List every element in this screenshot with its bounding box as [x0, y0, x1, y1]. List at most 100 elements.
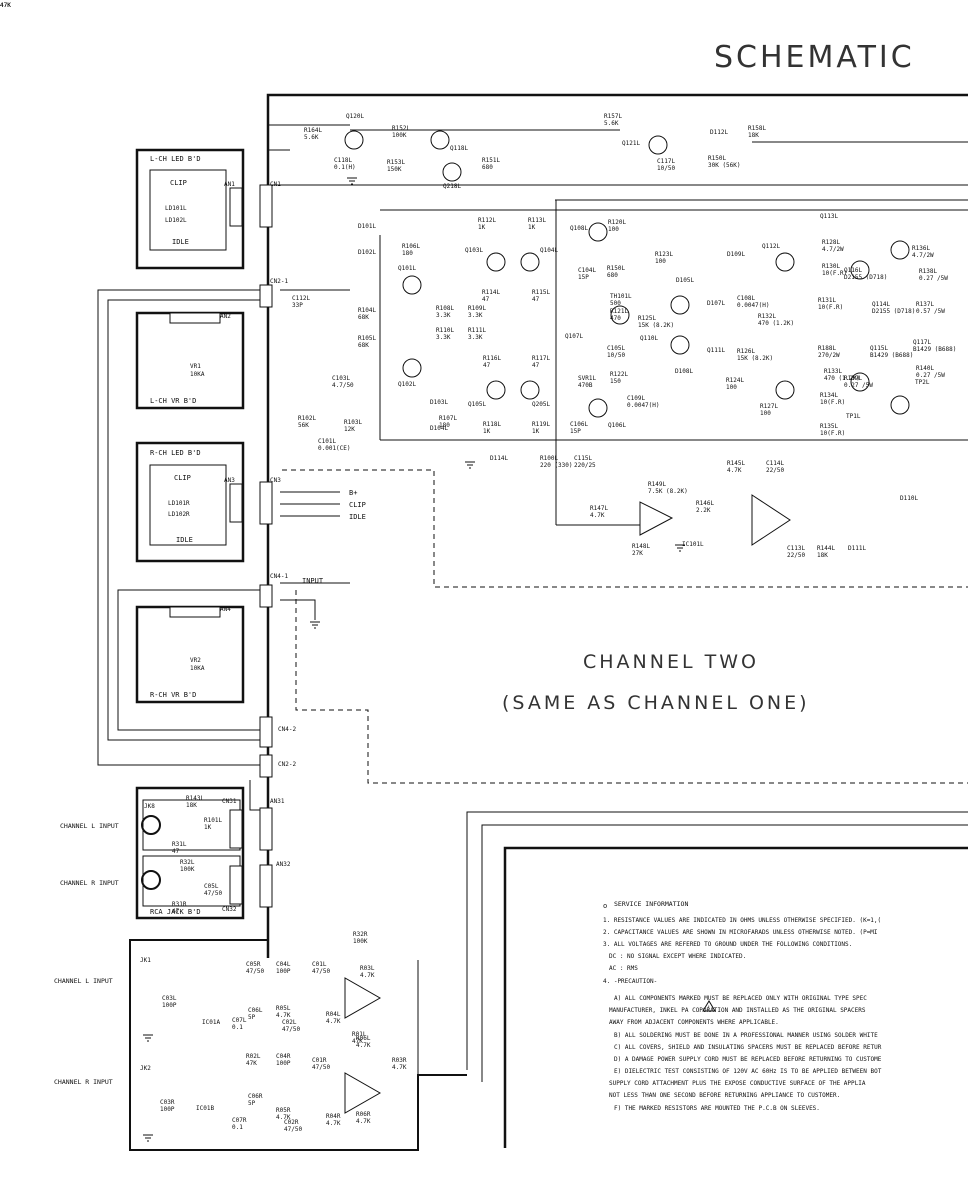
component-value: 15P	[578, 274, 589, 281]
component-value: 680	[607, 272, 618, 279]
component-ref: R32R	[353, 931, 368, 938]
component-value: 4.7K	[356, 1042, 371, 1049]
signal-input: INPUT	[302, 577, 324, 585]
component-value: 47/50	[312, 1064, 330, 1071]
component-ref: R05L	[276, 1005, 291, 1012]
component-ref: TH101L	[610, 293, 632, 300]
connector-label: CN3	[270, 477, 281, 484]
board-label: RCA JACK B'D	[150, 908, 201, 916]
component-value: 150	[610, 378, 621, 385]
component-ref: C03R	[160, 1099, 175, 1106]
component-ref: R131L	[818, 297, 836, 304]
component-value: 0.57 /5W	[916, 308, 945, 315]
connector-label: CN4-1	[270, 573, 288, 580]
component-value: 47/50	[204, 890, 222, 897]
component-ref: Q108L	[570, 225, 588, 232]
component-ref: R124L	[726, 377, 744, 384]
connector-label: CN31	[222, 798, 237, 805]
component-value: 2.2K	[696, 507, 711, 514]
connector-label: AN4	[220, 606, 231, 613]
led-label: LD102L	[165, 217, 187, 224]
component-ref: C02L	[282, 1019, 297, 1026]
component-value: 15K (8.2K)	[638, 322, 674, 329]
component-ref: R133L	[824, 368, 842, 375]
component-ref: R138L	[919, 268, 937, 275]
component-ref: Q105L	[468, 401, 486, 408]
component-ref: R05R	[276, 1107, 291, 1114]
component-value: 47	[532, 362, 540, 369]
component-value: 180	[439, 422, 450, 429]
component-value: 18K	[817, 552, 828, 559]
component-ref: R31L	[172, 841, 187, 848]
component-ref: D104L	[430, 425, 448, 432]
component-ref: C106L	[570, 421, 588, 428]
service-bullet: o	[603, 902, 607, 910]
component-ref: R188L	[818, 345, 836, 352]
component-ref: R132L	[758, 313, 776, 320]
component-ref: R147L	[590, 505, 608, 512]
component-ref: C06L	[248, 1007, 263, 1014]
component-ref: R139L	[844, 375, 862, 382]
component-ref: Q120L	[346, 113, 364, 120]
connector-label: AN32	[276, 861, 291, 868]
board-lch-vr: L-CH VR B'D AN2 VR1 10KA	[135, 311, 245, 410]
component-ref: R04R	[326, 1113, 341, 1120]
led-label: IDLE	[176, 536, 193, 544]
component-ref: R120L	[608, 219, 626, 226]
component-ref: Q101L	[398, 265, 416, 272]
component-value: 47K	[352, 1038, 363, 1045]
component-value: 47K	[0, 2, 11, 9]
component-ref: R136L	[912, 245, 930, 252]
led-label: LD102R	[168, 511, 190, 518]
component-ref: R125L	[638, 315, 656, 322]
component-value: 100P	[276, 1060, 291, 1067]
component-value: 4.7K	[590, 512, 605, 519]
component-ref: C112L	[292, 295, 310, 302]
signal-clip: CLIP	[349, 501, 366, 509]
component-value: 150K	[387, 166, 402, 173]
component-ref: Q121L	[622, 140, 640, 147]
component-ref: D112L	[710, 129, 728, 136]
component-ref: Q112L	[762, 243, 780, 250]
component-ref: R116L	[483, 355, 501, 362]
component-ref: R111L	[468, 327, 486, 334]
service-line: 2. CAPACITANCE VALUES ARE SHOWN IN MICRO…	[603, 929, 878, 936]
component-ref: C05R	[246, 961, 261, 968]
component-ref: D105L	[676, 277, 694, 284]
component-value: 3.3K	[468, 312, 483, 319]
component-ref: C06R	[248, 1093, 263, 1100]
connector-label: AN3	[224, 477, 235, 484]
component-value: 47/50	[246, 968, 264, 975]
component-value: 100	[608, 226, 619, 233]
component-value: 15P	[570, 428, 581, 435]
component-value: 0.27 /5W	[844, 382, 873, 389]
component-ref: C104L	[578, 267, 596, 274]
component-value: 100K	[392, 132, 407, 139]
component-ref: R140L	[916, 365, 934, 372]
component-ref: R157L	[604, 113, 622, 120]
component-ref: R02R	[0, 0, 15, 2]
component-value: 56K	[298, 422, 309, 429]
connector-label: CN4-2	[278, 726, 296, 733]
component-ref: D111L	[848, 545, 866, 552]
component-value: 500	[610, 300, 621, 307]
board-rch-led: R-CH LED B'D CLIP LD101R LD102R IDLE AN3	[135, 441, 245, 563]
component-ref: D103L	[430, 399, 448, 406]
component-value: 0.001(CE)	[318, 445, 351, 452]
component-value: 68K	[358, 342, 369, 349]
component-ref: C04R	[276, 1053, 291, 1060]
component-ref: D114L	[490, 455, 508, 462]
component-ref: R115L	[532, 289, 550, 296]
connector-label: AN1	[224, 181, 235, 188]
connector-label: CN1	[270, 181, 281, 188]
connector-label: CN2-1	[270, 278, 288, 285]
component-ref: R148L	[632, 543, 650, 550]
component-ref: R144L	[817, 545, 835, 552]
component-ref: C01L	[312, 961, 327, 968]
component-ref: R106L	[402, 243, 420, 250]
transistors	[344, 130, 910, 418]
component-value: 0.1	[232, 1024, 243, 1031]
component-value: D2155 (D718)	[872, 308, 915, 315]
component-ref: Q106L	[608, 422, 626, 429]
service-line: B) ALL SOLDERING MUST BE DONE IN A PROFE…	[614, 1032, 878, 1039]
